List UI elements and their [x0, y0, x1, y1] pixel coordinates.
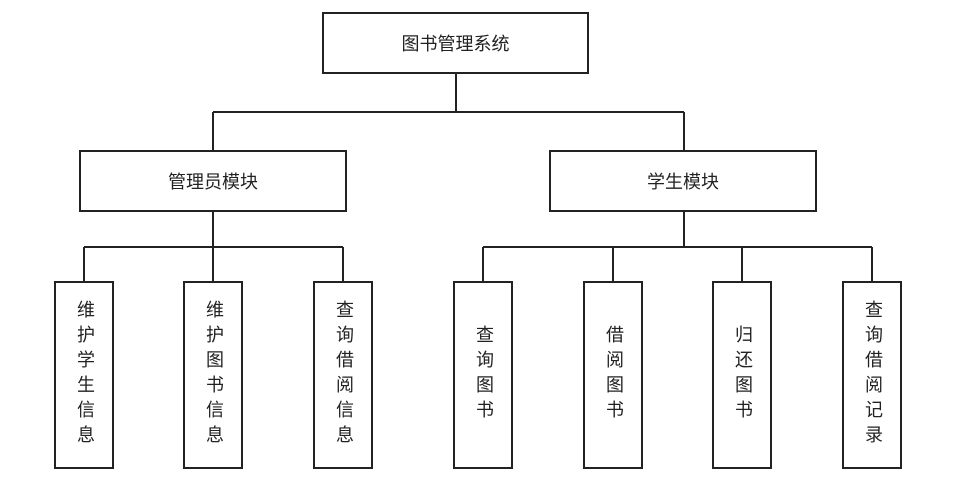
admin-child-label: 维护学生信息 — [74, 300, 95, 450]
admin-module-label: 管理员模块 — [168, 172, 258, 193]
admin-child-node: 维护图书信息 — [183, 281, 243, 469]
admin-child-label: 查询借阅信息 — [333, 300, 354, 450]
root-node: 图书管理系统 — [322, 12, 589, 74]
student-child-node: 归还图书 — [712, 281, 772, 469]
admin-child-label: 维护图书信息 — [203, 300, 224, 450]
student-child-label: 查询借阅记录 — [862, 300, 883, 450]
student-child-label: 归还图书 — [732, 325, 753, 425]
admin-child-node: 维护学生信息 — [54, 281, 114, 469]
student-child-node: 借阅图书 — [583, 281, 643, 469]
student-child-label: 借阅图书 — [603, 325, 624, 425]
admin-child-node: 查询借阅信息 — [313, 281, 373, 469]
root-node-label: 图书管理系统 — [401, 34, 510, 55]
student-child-label: 查询图书 — [473, 325, 494, 425]
student-child-node: 查询图书 — [453, 281, 513, 469]
student-module-node: 学生模块 — [549, 150, 817, 212]
student-child-node: 查询借阅记录 — [842, 281, 902, 469]
student-module-label: 学生模块 — [647, 172, 719, 193]
admin-module-node: 管理员模块 — [79, 150, 347, 212]
